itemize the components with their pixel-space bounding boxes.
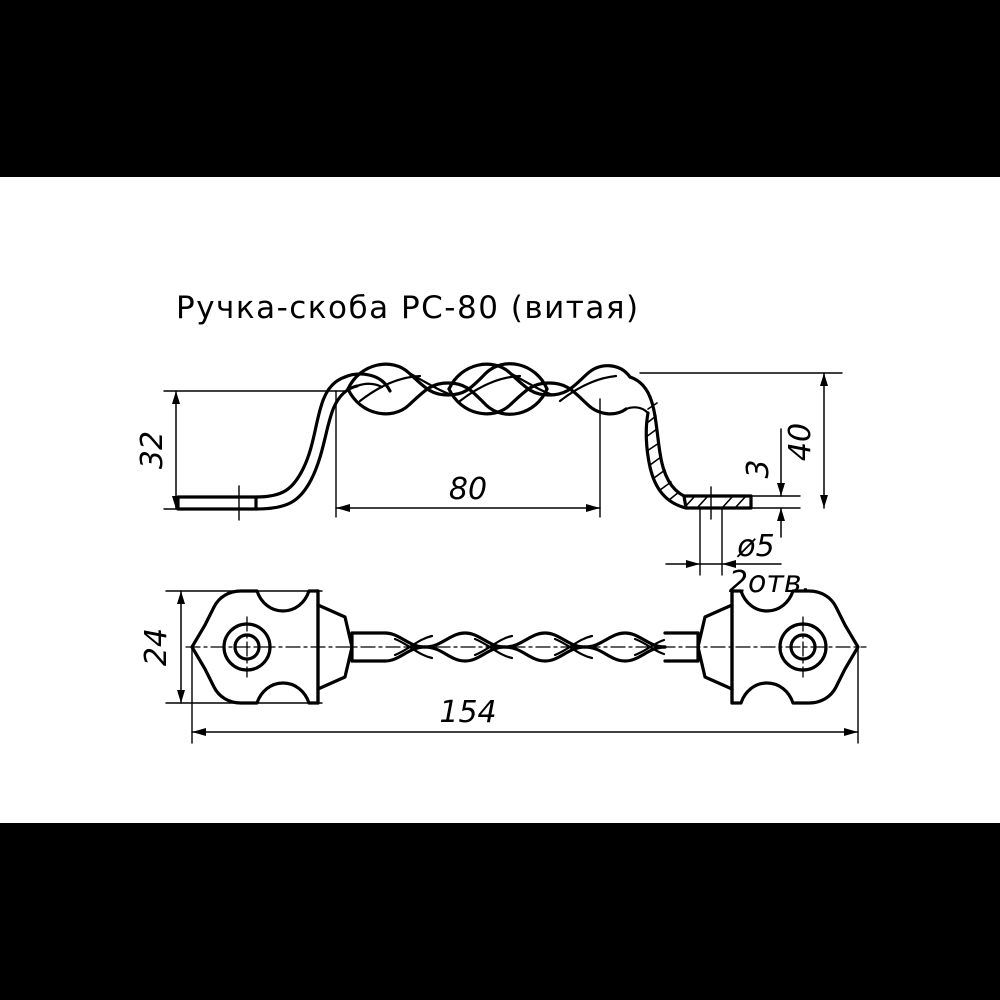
dimension-154: 154 xyxy=(191,646,859,744)
letterbox-bar-bottom xyxy=(0,823,1000,1000)
hole-diameter-label: ø5 xyxy=(736,529,774,564)
dim32-arrow-top xyxy=(172,391,180,404)
rope-strand-b-2 xyxy=(447,381,628,416)
dim80-label: 80 xyxy=(449,472,487,507)
technical-drawing: Ручка-скоба РС-80 (витая) xyxy=(135,290,867,744)
dimension-hole: ø5 2отв. xyxy=(665,507,811,600)
dim32-label: 32 xyxy=(135,431,170,469)
letterbox-bar-top xyxy=(0,0,1000,177)
right-leg-outer-contour xyxy=(648,395,686,498)
dim154-arrow-left xyxy=(192,728,206,736)
rope-plan-inner-lines-a xyxy=(393,634,666,657)
right-leg-section-hatching xyxy=(645,402,680,501)
drawing-title: Ручка-скоба РС-80 (витая) xyxy=(176,290,640,326)
hole-arrow-left xyxy=(686,560,700,568)
dim3-arrow-upper xyxy=(777,483,785,496)
dimension-32: 32 xyxy=(135,390,346,510)
rope-strand-a-1 xyxy=(346,362,549,397)
dim3-label: 3 xyxy=(741,459,776,478)
left-leg-outer-contour xyxy=(254,375,347,499)
plan-view: 24 154 xyxy=(139,589,867,744)
right-knuckle-inner xyxy=(624,406,650,415)
dim40-arrow-bottom xyxy=(820,495,828,508)
drawing-canvas: Ручка-скоба РС-80 (витая) xyxy=(0,177,1000,823)
dim80-arrow-left xyxy=(336,504,350,512)
rope-inner-line-4 xyxy=(407,371,454,397)
dimension-24: 24 xyxy=(139,590,323,704)
dimension-40: 40 xyxy=(639,372,843,509)
dim40-label: 40 xyxy=(783,423,818,461)
rope-inner-line-5 xyxy=(508,371,555,397)
dim40-arrow-top xyxy=(820,373,828,386)
rope-inner-line-3 xyxy=(558,374,618,403)
rope-strand-b-1 xyxy=(346,381,549,416)
rope-strand-a-2 xyxy=(447,362,632,397)
twisted-rope-side xyxy=(346,362,632,416)
right-leg-inner-contour xyxy=(644,411,688,510)
rope-plan-strand-lower xyxy=(383,645,667,663)
left-leg-inner-contour xyxy=(254,384,359,511)
hole-arrow-right xyxy=(722,560,736,568)
dim154-label: 154 xyxy=(439,695,496,730)
dim24-arrow-top xyxy=(177,591,185,604)
left-shank xyxy=(350,631,387,663)
left-foot-plate xyxy=(176,495,258,511)
right-shank xyxy=(663,631,700,663)
side-elevation-view: 32 80 xyxy=(135,362,843,600)
dim24-arrow-bottom xyxy=(177,690,185,703)
right-knuckle-top xyxy=(628,375,652,399)
rope-inner-line-2 xyxy=(458,374,522,403)
dim80-arrow-right xyxy=(586,504,600,512)
dimension-80: 80 xyxy=(335,390,601,518)
dim32-arrow-bottom xyxy=(172,496,180,509)
dim24-label: 24 xyxy=(139,628,174,666)
rope-plan-strand-upper xyxy=(383,631,667,649)
right-foot-section-hatching xyxy=(683,495,747,509)
rope-plan-inner-lines-b xyxy=(393,637,666,660)
dim154-arrow-right xyxy=(844,728,858,736)
left-knuckle-inner xyxy=(355,382,384,389)
dimension-3: 3 xyxy=(741,428,801,538)
dim3-arrow-lower xyxy=(777,508,785,521)
